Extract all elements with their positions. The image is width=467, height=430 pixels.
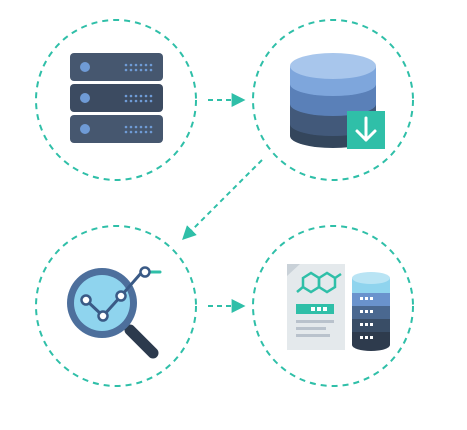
molecule-icon — [296, 271, 342, 294]
node-circle-database — [252, 19, 414, 181]
node-circle-server — [35, 19, 197, 181]
arrow-database-to-analysis — [182, 159, 263, 240]
node-circle-analysis — [35, 225, 197, 387]
database-download-icon — [290, 53, 385, 149]
server-rack-icon — [70, 53, 163, 143]
magnifier-chart-icon — [67, 266, 162, 359]
node-circle-report — [252, 225, 414, 387]
document-database-icon — [287, 264, 390, 351]
download-arrow-icon — [355, 116, 377, 142]
